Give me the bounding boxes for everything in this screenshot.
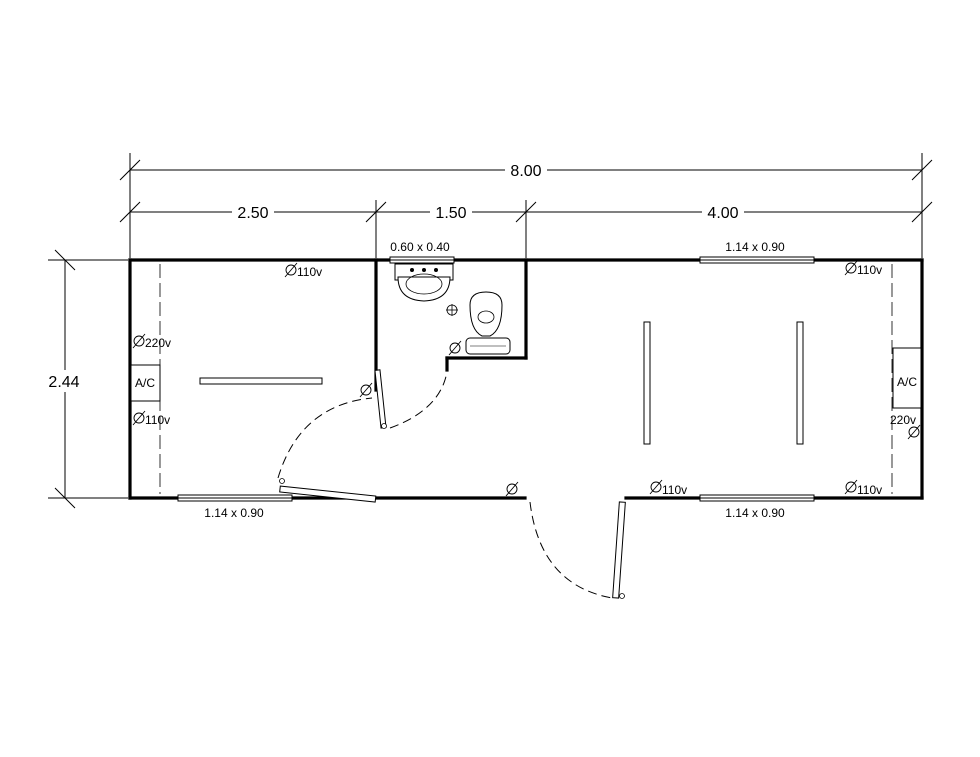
tick-mark: [54, 487, 76, 509]
height-label: 2.44: [48, 374, 79, 391]
tick-mark: [515, 201, 537, 223]
label-mask: [44, 370, 86, 392]
label-mask: [702, 202, 744, 222]
outlet-left-wall-lower-label: 110v: [145, 413, 170, 427]
light-fixture-right: [796, 321, 804, 445]
light-fixture-center: [643, 321, 651, 445]
outlet-icon: [907, 424, 921, 440]
office-door: [277, 397, 377, 503]
outlets: 110v 220v 110v 110v 220v 110v: [132, 260, 921, 497]
tick-mark: [119, 201, 141, 223]
tick-mark: [365, 201, 387, 223]
label-mask: [430, 202, 472, 222]
window-bottom-left-label: 1.14 x 0.90: [204, 506, 264, 520]
segment-3-label: 4.00: [707, 205, 738, 222]
tick-mark: [911, 201, 933, 223]
outlet-icon: [844, 479, 858, 495]
tick-mark: [119, 159, 141, 181]
segment-1-label: 2.50: [237, 205, 268, 222]
ac-unit-left: [130, 364, 161, 402]
outlet-icon: [649, 479, 663, 495]
doors: [277, 369, 626, 599]
outlet-left-top-label: 110v: [297, 265, 322, 279]
windows: 0.60 x 0.40 1.14 x 0.90 1.14 x 0.90 1.14…: [177, 240, 815, 520]
window-bathroom-top-label: 0.60 x 0.40: [390, 240, 450, 254]
window-bottom-right-label: 1.14 x 0.90: [725, 506, 785, 520]
outlet-icon: [505, 481, 519, 497]
outlet-icon: [844, 260, 858, 276]
floor-drain-icon: [446, 304, 458, 316]
bathroom-fixtures: [394, 263, 511, 355]
outlet-bottom-right-label: 110v: [857, 483, 882, 497]
outlet-right-top-label: 110v: [857, 263, 882, 277]
window-top-right-label: 1.14 x 0.90: [725, 240, 785, 254]
overall-width-label: 8.00: [510, 163, 541, 180]
outlet-bottom-middle-label: 110v: [662, 483, 687, 497]
outlet-icon: [359, 382, 373, 398]
sink-icon: [394, 263, 454, 302]
outlet-icon: [132, 410, 146, 426]
tick-mark: [54, 249, 76, 271]
light-fixture-left: [199, 377, 323, 385]
outlet-icon: [284, 262, 298, 278]
outlet-left-wall-upper-label: 220v: [145, 336, 171, 350]
light-fixtures: [199, 321, 804, 445]
outlet-right-wall-label: 220v: [890, 413, 916, 427]
label-mask: [505, 160, 547, 180]
outlet-icon: [132, 333, 146, 349]
tick-mark: [911, 159, 933, 181]
bathroom-door: [374, 369, 448, 429]
ac-unit-right-label: A/C: [897, 375, 917, 389]
label-mask: [232, 202, 274, 222]
dimension-lines: 8.00 2.50 1.50 4.00 2.44: [44, 153, 933, 509]
outlet-icon: [448, 340, 462, 356]
bathroom-walls: [374, 258, 528, 392]
entrance-door: [529, 501, 626, 599]
ac-unit-left-label: A/C: [135, 376, 155, 390]
ac-unit-right: [892, 347, 922, 409]
ac-zones: A/C A/C: [130, 264, 922, 494]
segment-2-label: 1.50: [435, 205, 466, 222]
toilet-icon: [465, 291, 511, 355]
